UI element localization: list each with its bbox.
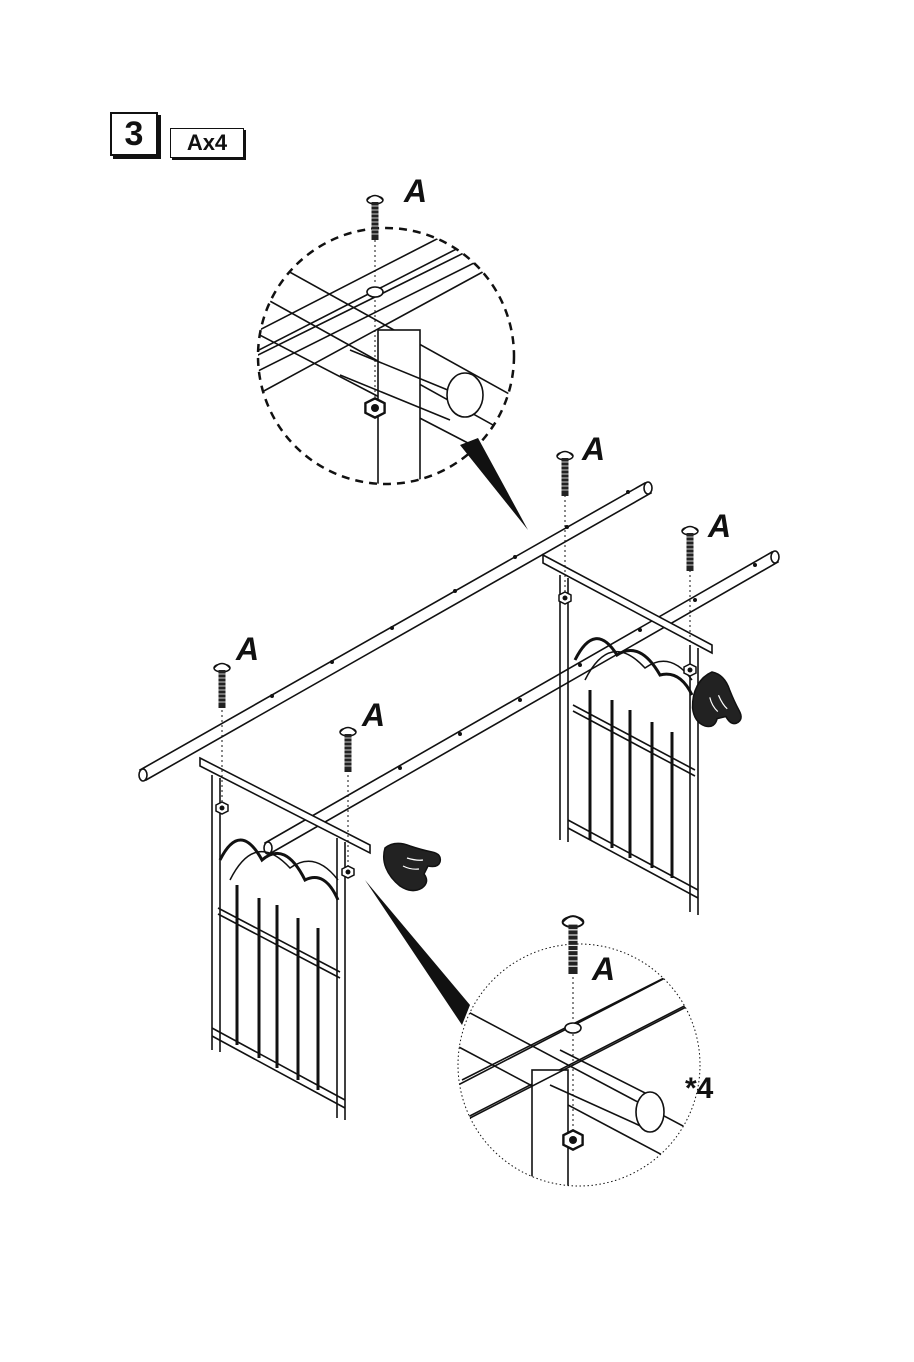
nut-icon [216,802,228,814]
bolt-label: A [361,697,385,733]
nut-icon [559,592,571,604]
nut-icon [342,866,354,878]
bolt-icon [367,196,383,241]
bolt-label: A [403,173,427,209]
main-assembly [139,482,779,1120]
bolt-label: A [707,508,731,544]
nut-icon [563,1130,582,1149]
bolt-icon [214,664,230,709]
bolt-label: A [581,431,605,467]
top-detail-callout: A [240,173,528,530]
nut-icon [684,664,696,676]
repeat-note: *4 [685,1072,714,1105]
bolt-label: A [591,951,615,987]
hand-tighten-icon [384,843,441,890]
bolt-label: A [235,631,259,667]
bolt-icon [557,452,573,497]
bolt-icon [682,527,698,572]
bolt-icon [340,728,356,773]
bottom-detail-callout: A *4 [365,880,714,1190]
nut-icon [365,398,384,417]
